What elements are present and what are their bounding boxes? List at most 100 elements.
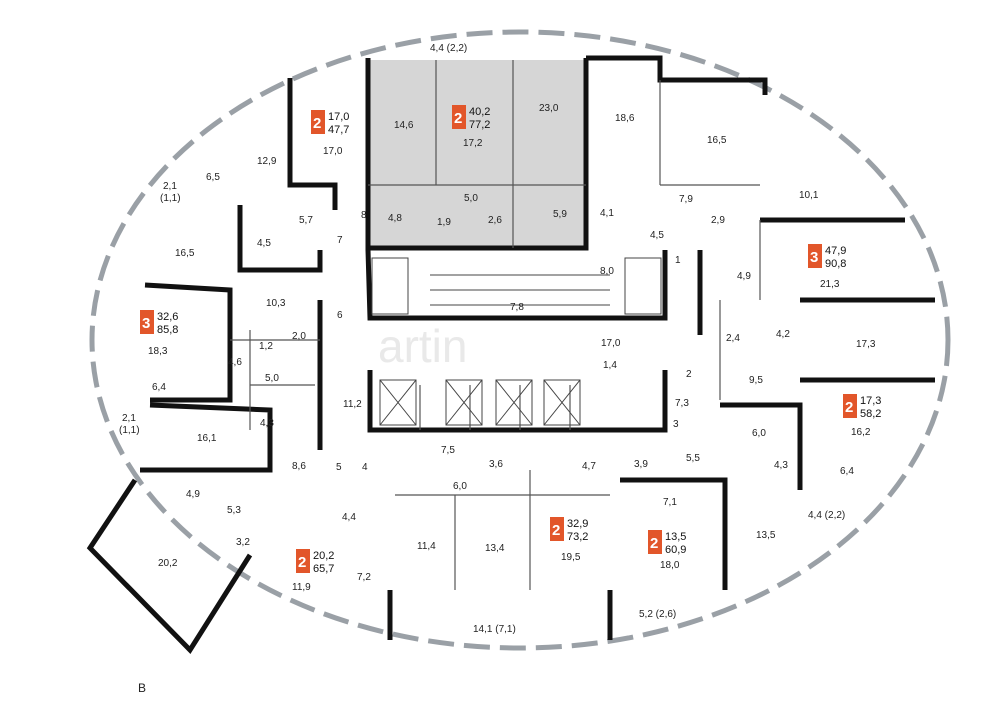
svg-text:32,9: 32,9 bbox=[567, 518, 588, 530]
door-number: 2 bbox=[686, 369, 692, 380]
door-number: 5 bbox=[336, 462, 342, 473]
room-label: 11,9 bbox=[292, 582, 311, 593]
apartment-badge: 2 13,5 60,9 bbox=[648, 530, 686, 556]
room-label: 1,9 bbox=[437, 217, 451, 228]
room-label: 3,6 bbox=[489, 459, 503, 470]
svg-text:32,6: 32,6 bbox=[157, 311, 178, 323]
compass-label: B bbox=[138, 681, 146, 695]
room-label: 5,7 bbox=[299, 215, 313, 226]
svg-text:17,3: 17,3 bbox=[860, 395, 881, 407]
door-number: 7 bbox=[337, 235, 343, 246]
room-labels: 4,4 (2,2) 23,0 14,6 17,2 17,0 18,6 16,5 … bbox=[119, 43, 876, 635]
room-label: 5,2 (2,6) bbox=[639, 609, 676, 620]
svg-text:2: 2 bbox=[298, 554, 306, 571]
room-label: 4,2 bbox=[776, 329, 790, 340]
room-label: 12,9 bbox=[257, 156, 277, 167]
room-label: (1,1) bbox=[160, 193, 181, 204]
svg-text:3: 3 bbox=[810, 249, 818, 266]
svg-text:3: 3 bbox=[142, 315, 150, 332]
svg-text:77,2: 77,2 bbox=[469, 119, 490, 131]
room-label: 23,0 bbox=[539, 103, 559, 114]
room-label: 4,4 (2,2) bbox=[808, 510, 845, 521]
room-label: 18,0 bbox=[660, 560, 680, 571]
door-number: 3 bbox=[673, 419, 679, 430]
room-label: 5,5 bbox=[686, 453, 700, 464]
room-label: 4,5 bbox=[257, 238, 271, 249]
room-label: 17,0 bbox=[601, 338, 621, 349]
room-label: 7,8 bbox=[510, 302, 524, 313]
apartment-badge: 3 47,9 90,8 bbox=[808, 244, 846, 270]
svg-text:17,0: 17,0 bbox=[328, 111, 349, 123]
room-label: 8,6 bbox=[292, 461, 306, 472]
room-label: 4,9 bbox=[737, 271, 751, 282]
apartment-badge: 2 17,0 47,7 bbox=[311, 110, 349, 136]
svg-text:47,7: 47,7 bbox=[328, 124, 349, 136]
room-label: 6,4 bbox=[152, 382, 166, 393]
room-label: 6,5 bbox=[206, 172, 220, 183]
room-label: 19,5 bbox=[561, 552, 581, 563]
room-label: 4,1 bbox=[600, 208, 614, 219]
room-label: 8,0 bbox=[600, 266, 614, 277]
room-label: 18,3 bbox=[148, 346, 168, 357]
core bbox=[371, 257, 662, 426]
room-label: 4,4 bbox=[342, 512, 356, 523]
apartment-badge: 2 40,2 77,2 bbox=[452, 105, 490, 131]
room-label: 4,3 bbox=[260, 418, 274, 429]
svg-text:65,7: 65,7 bbox=[313, 563, 334, 575]
facade-outline bbox=[89, 29, 951, 651]
room-label: 6,0 bbox=[752, 428, 766, 439]
door-number: 6 bbox=[337, 310, 343, 321]
room-label: 4,8 bbox=[388, 213, 402, 224]
room-label: 18,6 bbox=[615, 113, 635, 124]
room-label: 11,2 bbox=[343, 399, 362, 410]
room-label: 20,2 bbox=[158, 558, 178, 569]
door-number: 1 bbox=[675, 255, 681, 266]
room-label: 5,0 bbox=[265, 373, 279, 384]
svg-text:2: 2 bbox=[552, 522, 560, 539]
room-label: 17,2 bbox=[463, 138, 483, 149]
apartment-badges: 2 17,0 47,7 2 40,2 77,2 3 47,9 90,8 3 32… bbox=[140, 105, 881, 575]
door-number: 4 bbox=[362, 462, 368, 473]
svg-text:40,2: 40,2 bbox=[469, 106, 490, 118]
room-label: 5,0 bbox=[464, 193, 478, 204]
room-label: 4,7 bbox=[582, 461, 596, 472]
room-label: 13,5 bbox=[756, 530, 776, 541]
room-label: 9,5 bbox=[749, 375, 763, 386]
svg-text:2: 2 bbox=[313, 115, 321, 132]
room-label: 2,1 bbox=[163, 181, 177, 192]
room-label: 4,6 bbox=[228, 357, 242, 368]
room-label: 2,4 bbox=[726, 333, 740, 344]
room-label: 7,1 bbox=[663, 497, 677, 508]
room-label: 2,6 bbox=[488, 215, 502, 226]
room-label: 16,5 bbox=[707, 135, 727, 146]
svg-text:58,2: 58,2 bbox=[860, 408, 881, 420]
room-label: 1,4 bbox=[603, 360, 617, 371]
room-label: 14,6 bbox=[394, 120, 414, 131]
room-label: 6,4 bbox=[840, 466, 854, 477]
svg-text:2: 2 bbox=[845, 399, 853, 416]
svg-text:85,8: 85,8 bbox=[157, 324, 178, 336]
room-label: 7,3 bbox=[675, 398, 689, 409]
room-label: 10,3 bbox=[266, 298, 286, 309]
svg-text:20,2: 20,2 bbox=[313, 550, 334, 562]
apartment-badge: 2 17,3 58,2 bbox=[843, 394, 881, 420]
room-label: 17,0 bbox=[323, 146, 343, 157]
svg-text:2: 2 bbox=[454, 110, 462, 127]
room-label: 5,9 bbox=[553, 209, 567, 220]
room-label: 2,0 bbox=[292, 331, 306, 342]
room-label: 4,3 bbox=[774, 460, 788, 471]
room-label: 1,2 bbox=[259, 341, 273, 352]
room-label: 11,4 bbox=[417, 541, 436, 552]
room-label: 4,9 bbox=[186, 489, 200, 500]
room-label: 4,4 (2,2) bbox=[430, 43, 467, 54]
room-label: (1,1) bbox=[119, 425, 140, 436]
svg-text:60,9: 60,9 bbox=[665, 544, 686, 556]
room-label: 6,0 bbox=[453, 481, 467, 492]
room-label: 2,9 bbox=[711, 215, 725, 226]
svg-text:90,8: 90,8 bbox=[825, 258, 846, 270]
room-label: 14,1 (7,1) bbox=[473, 624, 516, 635]
room-label: 16,2 bbox=[851, 427, 871, 438]
svg-text:47,9: 47,9 bbox=[825, 245, 846, 257]
apartment-badge: 3 32,6 85,8 bbox=[140, 310, 178, 336]
